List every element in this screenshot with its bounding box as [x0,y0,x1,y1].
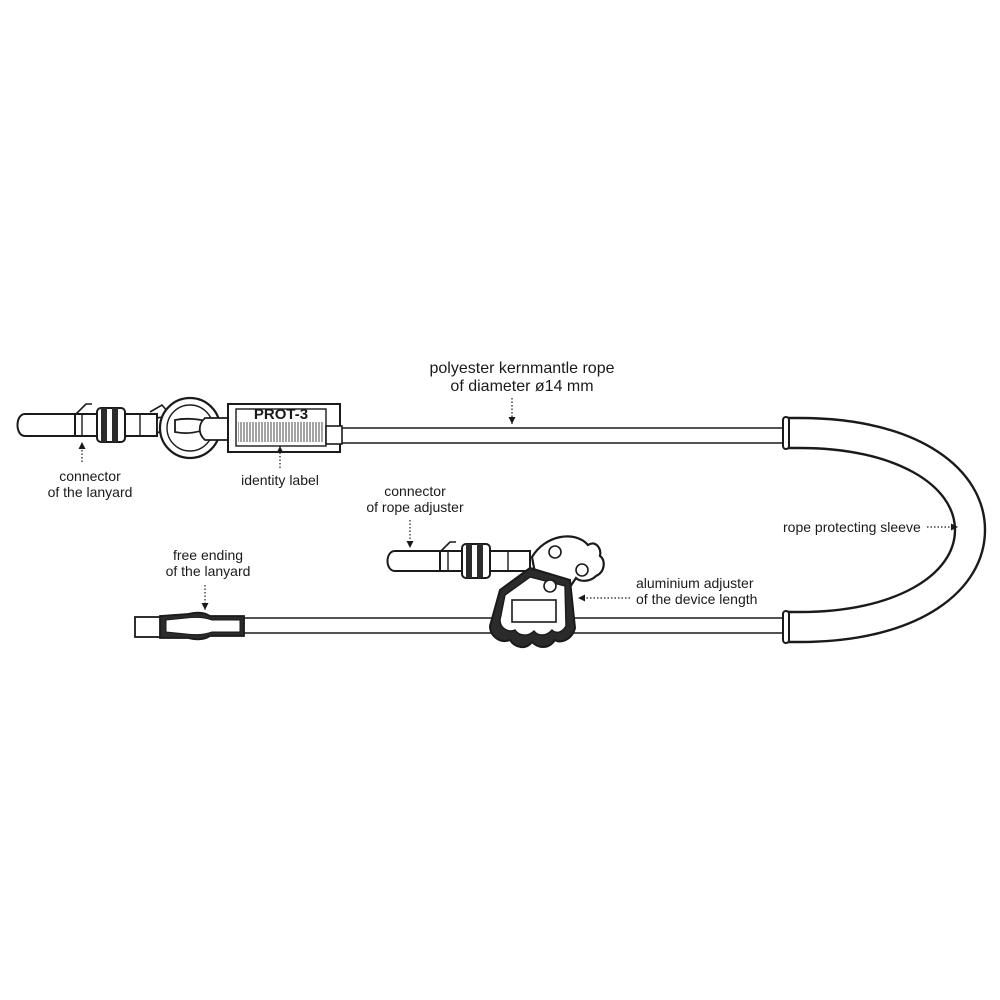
aluminium-adjuster-label-line1: aluminium adjuster [636,575,754,591]
rope-label-line2: of diameter ø14 mm [450,378,594,395]
adjuster-connector-label-line2: of rope adjuster [366,499,464,515]
upper-rope [340,427,785,444]
rope-label: polyester kernmantle rope of diameter ø1… [402,360,642,396]
adjuster-connector-label-line1: connector [384,483,446,499]
identity-tag-text: PROT-3 [254,406,308,423]
free-ending-label-line2: of the lanyard [165,563,251,579]
aluminium-adjuster-label: aluminium adjuster of the device length [636,575,757,607]
rope-label-line1: polyester kernmantle rope [429,360,615,377]
sleeve-label-text: rope protecting sleeve [783,519,921,535]
lanyard-connector-label-line1: connector [59,468,121,484]
lanyard-connector [16,403,178,443]
leader-arrows [78,398,958,610]
rope-thimble [158,396,233,460]
adjuster-connector [386,541,531,579]
free-ending-label: free ending of the lanyard [148,547,268,579]
adjuster-connector-label: connector of rope adjuster [350,483,480,515]
aluminium-adjuster [488,535,605,648]
lanyard-connector-label-line2: of the lanyard [47,484,133,500]
aluminium-adjuster-label-line2: of the device length [636,591,758,607]
lanyard-connector-label: connector of the lanyard [30,468,150,500]
identity-label-caption: identity label [220,472,340,488]
free-ending [134,611,245,641]
sleeve-label: rope protecting sleeve [783,519,921,535]
free-ending-label-line1: free ending [172,547,244,563]
identity-label-text: identity label [241,472,319,488]
identity-label-sleeve: PROT-3 [227,403,343,453]
rope-protecting-sleeve [782,416,987,644]
